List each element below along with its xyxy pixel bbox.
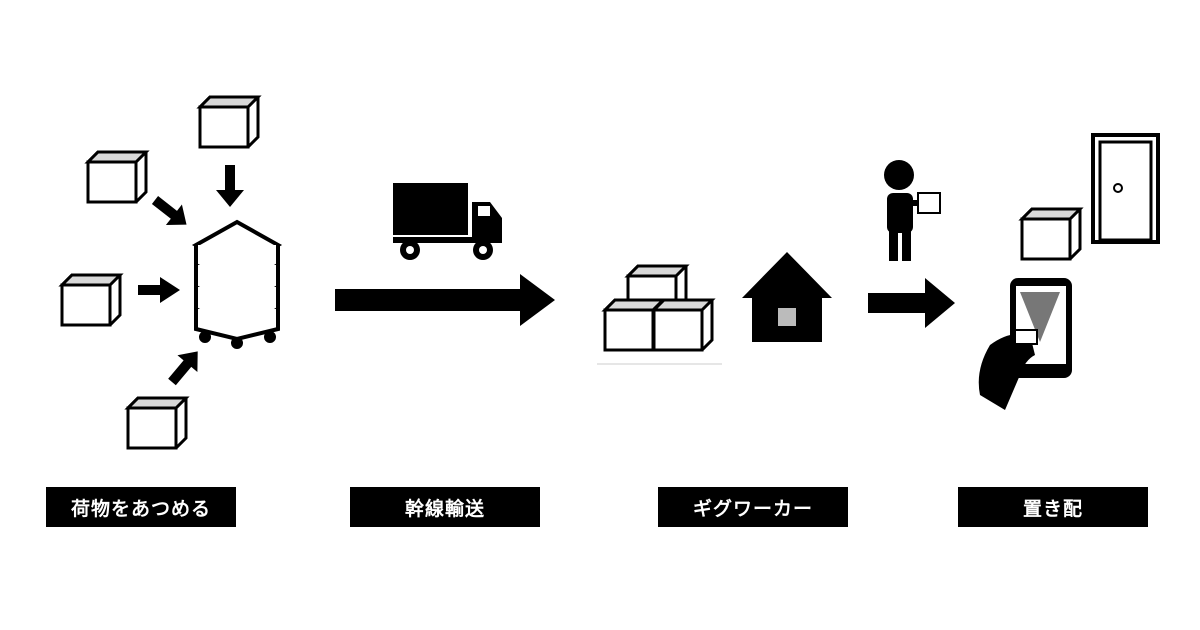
- stacked-packages-cart-icon: [191, 219, 283, 349]
- step-label-trunk-transport: 幹線輸送: [350, 487, 540, 527]
- package-icon: [1020, 207, 1082, 261]
- house-icon: [742, 252, 832, 342]
- gig-worker-icon: [884, 160, 941, 261]
- package-pile-icon: [597, 264, 722, 365]
- package-icon: [60, 273, 122, 327]
- door-icon: [1091, 133, 1160, 244]
- step-label-collect: 荷物をあつめる: [46, 487, 236, 527]
- flow-arrow-icon: [868, 278, 955, 328]
- arrow-icon: [138, 165, 244, 386]
- step-label-doorstep-delivery: 置き配: [958, 487, 1148, 527]
- truck-icon: [393, 183, 502, 260]
- step-label-gig-worker: ギグワーカー: [658, 487, 848, 527]
- package-icon: [198, 95, 260, 149]
- flow-arrow-icon: [335, 274, 555, 326]
- doorstep-delivery-icon: [978, 133, 1160, 410]
- packages-collect-icon: [60, 95, 283, 450]
- package-icon: [126, 396, 188, 450]
- smartphone-hand-icon: [978, 278, 1072, 410]
- package-icon: [86, 150, 148, 204]
